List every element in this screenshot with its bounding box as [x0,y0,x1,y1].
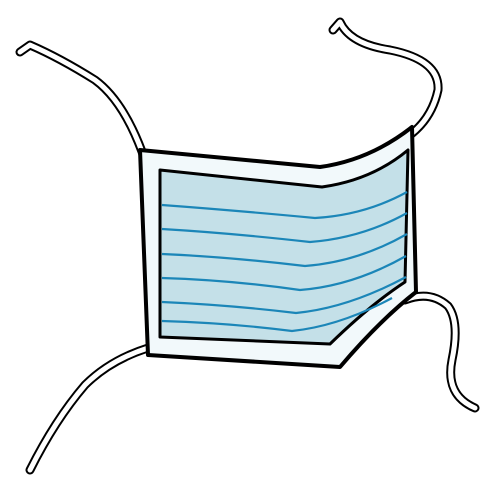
pleat-line [161,212,408,244]
pleat-line [161,297,393,333]
mask-panel [158,148,410,346]
pleat-line [161,276,407,315]
pleat-line [161,233,408,268]
mask-pleats [161,191,408,333]
pleat-line [161,191,408,220]
ear-loops [15,17,480,475]
pleat-line [161,255,407,292]
strap-top-left [15,40,150,165]
strap-bottom-left [25,343,153,475]
strap-top-right [328,17,443,140]
strap-bottom-right [400,291,480,413]
